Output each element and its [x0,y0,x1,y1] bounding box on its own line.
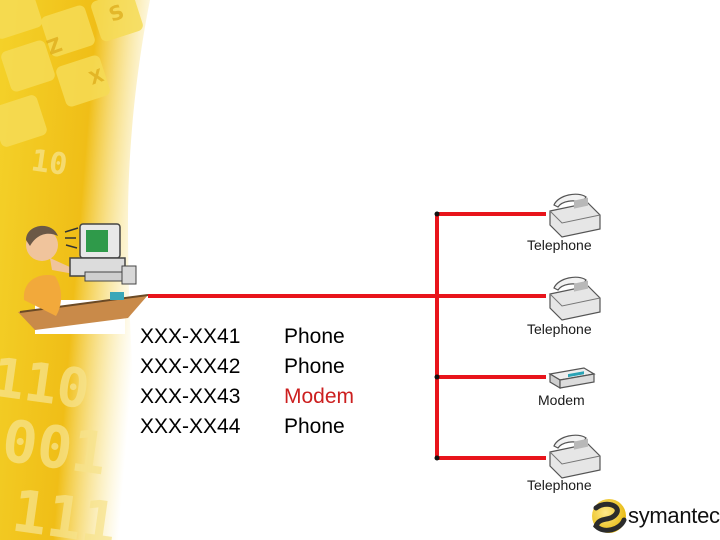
line-type-label: Phone [284,355,345,378]
line-type-label: Phone [284,415,345,438]
extension-label: XXX-XX43 [140,385,241,408]
device-label: Modem [538,392,585,408]
device-telephone-1 [549,193,601,238]
telephone-icon [549,276,601,321]
computer-user-icon [18,223,149,334]
svg-text:10: 10 [29,143,70,183]
modem-icon [548,367,596,390]
junction-dot [434,211,440,217]
svg-text:110: 110 [0,345,94,421]
extension-label: XXX-XX44 [140,415,241,438]
telephone-icon [549,193,601,238]
device-telephone-2 [549,276,601,321]
wiring [148,211,546,461]
symantec-logo-icon [592,499,627,533]
telephone-icon [549,434,601,479]
device-label: Telephone [527,321,592,337]
device-label: Telephone [527,477,592,493]
junction-dot [434,374,440,380]
line-type-label-modem: Modem [284,385,355,408]
junction-dot [434,455,440,461]
svg-text:001: 001 [0,407,111,489]
svg-text:X: X [87,65,107,90]
device-modem [548,367,596,390]
device-telephone-3 [549,434,601,479]
extension-label: XXX-XX42 [140,355,241,378]
brand-name: symantec. [628,503,720,528]
background-decoration: S Z X 110 001 111 10 [0,0,150,540]
line-type-label: Phone [284,325,345,348]
extension-label: XXX-XX41 [140,325,241,348]
device-label: Telephone [527,237,592,253]
